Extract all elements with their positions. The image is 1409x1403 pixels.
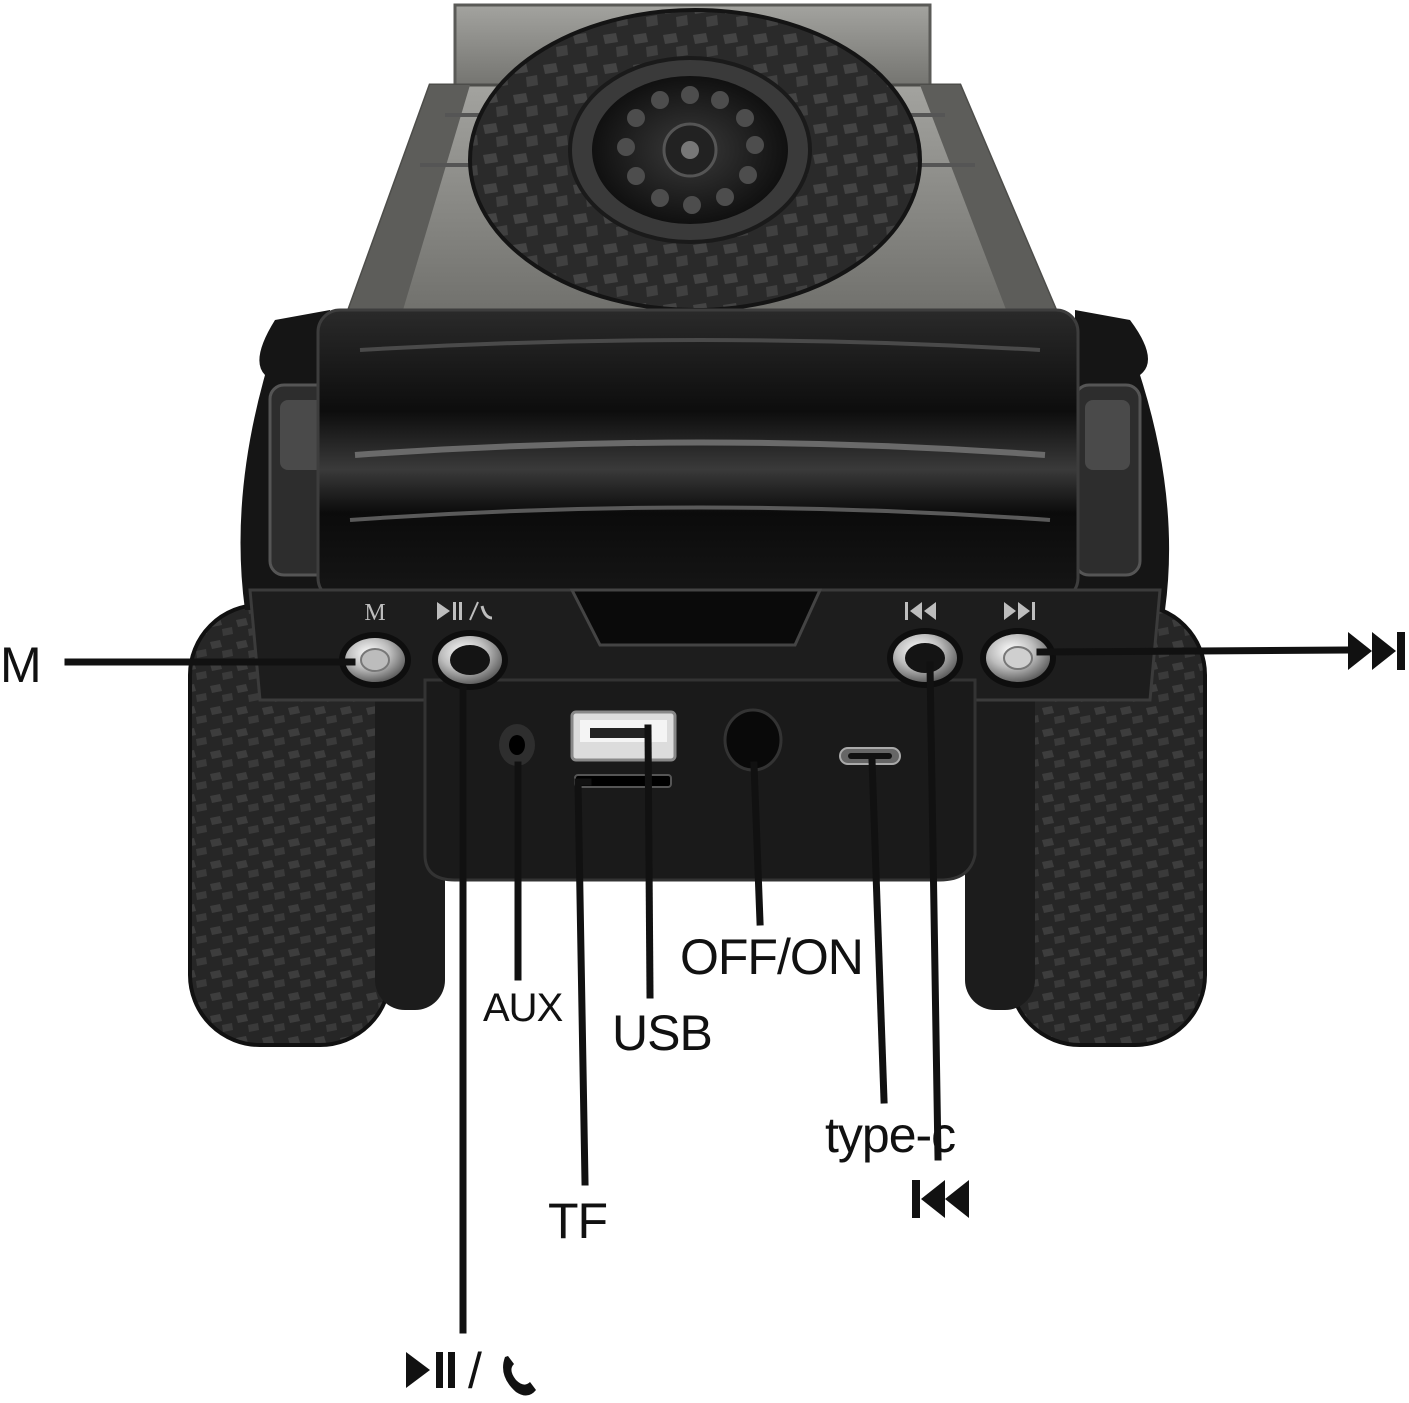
label-aux: AUX [483,986,563,1030]
label-play-pause-icon [406,1352,455,1388]
label-m: M [0,637,42,693]
next-button[interactable] [980,628,1056,688]
label-previous-icon [912,1180,969,1218]
panel-marking-m: M [364,600,385,626]
tailgate [316,308,1080,602]
play-pause-button[interactable] [432,630,508,690]
usb-port[interactable] [570,710,677,762]
label-usb: USB [612,1005,713,1061]
truck-body [240,310,1170,610]
aux-port[interactable] [499,724,535,766]
label-play-pause-call-separator: / [468,1343,482,1399]
label-next-icon [1348,632,1405,670]
m-button[interactable] [339,632,411,688]
label-type-c: type-c [825,1107,956,1163]
label-tf: TF [548,1193,608,1249]
panel-marking-next-icon [1004,602,1035,620]
callout-lines [64,646,1349,1334]
panel-marking-previous-icon [905,602,936,620]
previous-button[interactable] [887,628,963,688]
spare-tire [468,8,922,312]
power-switch[interactable] [723,708,783,772]
label-off-on: OFF/ON [680,929,864,985]
panel-marking-play-pause-icon [437,601,493,621]
label-phone-icon [503,1356,536,1396]
